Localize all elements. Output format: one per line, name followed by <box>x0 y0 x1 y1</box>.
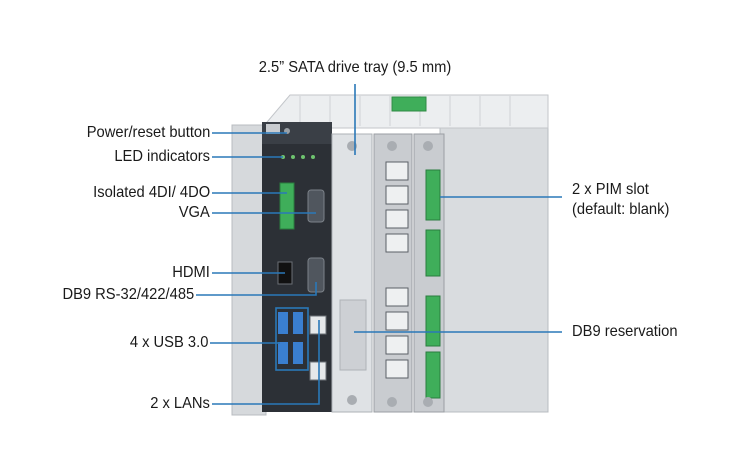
label-db9-reservation: DB9 reservation <box>572 323 678 340</box>
top-terminal-block <box>391 96 427 112</box>
chassis-left <box>231 124 267 416</box>
pim-terminals <box>425 169 441 399</box>
label-db9-serial: DB9 RS-32/422/485 <box>62 286 194 303</box>
brand-logo <box>266 124 280 134</box>
label-led: LED indicators <box>114 148 210 165</box>
label-vga: VGA <box>178 204 210 221</box>
usb-ports <box>278 312 303 364</box>
vga-port <box>307 189 325 223</box>
label-lans: 2 x LANs <box>150 395 210 412</box>
label-isolated-io: Isolated 4DI/ 4DO <box>93 184 210 201</box>
callout-lines <box>196 84 562 405</box>
label-power-reset: Power/reset button <box>86 124 210 141</box>
line-db9 <box>196 282 317 296</box>
chassis-side <box>439 127 549 413</box>
module-lan-ports <box>385 161 409 379</box>
label-usb: 4 x USB 3.0 <box>129 334 208 351</box>
label-sata-tray: 2.5” SATA drive tray (9.5 mm) <box>258 59 452 76</box>
line-lans <box>212 320 320 405</box>
label-hdmi: HDMI <box>172 264 210 281</box>
db9-reservation-cover <box>339 299 367 371</box>
usb-bracket <box>275 307 309 371</box>
label-pim-slot-line2: (default: blank) <box>572 201 670 218</box>
front-lan-ports <box>309 315 327 381</box>
label-pim-slot-line1: 2 x PIM slot <box>572 181 649 198</box>
dio-terminal <box>279 182 295 230</box>
label-pim-slot: 2 x PIM slot (default: blank) <box>572 180 669 220</box>
